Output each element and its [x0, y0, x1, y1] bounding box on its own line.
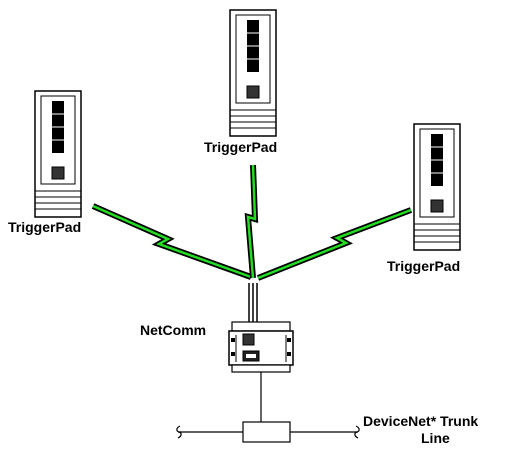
wireless-link-netcomm — [248, 283, 258, 322]
label-triggerpad-left: TriggerPad — [8, 219, 81, 235]
triggerpad-right — [413, 123, 461, 251]
wireless-links — [91, 164, 413, 322]
triggerpad-top — [229, 9, 277, 137]
trunk-tap — [242, 421, 291, 443]
triggerpad-left — [34, 90, 82, 218]
trigger-button — [246, 85, 260, 99]
label-triggerpad-top: TriggerPad — [204, 139, 277, 155]
trunk-break-right — [354, 425, 360, 439]
wireless-link-left — [91, 203, 253, 280]
netcomm-module — [228, 321, 294, 373]
trigger-button — [430, 199, 444, 213]
label-trunk-line1: DeviceNet* Trunk — [363, 413, 478, 429]
label-trunk-line2: Line — [421, 430, 450, 446]
devicenet-trunk — [176, 372, 360, 443]
label-triggerpad-right: TriggerPad — [387, 258, 460, 274]
status-indicator — [242, 333, 255, 346]
label-netcomm: NetComm — [140, 322, 206, 338]
wireless-link-right — [256, 207, 413, 281]
trigger-button — [51, 166, 65, 180]
trunk-break-left — [176, 425, 182, 439]
wireless-link-top — [244, 164, 259, 279]
